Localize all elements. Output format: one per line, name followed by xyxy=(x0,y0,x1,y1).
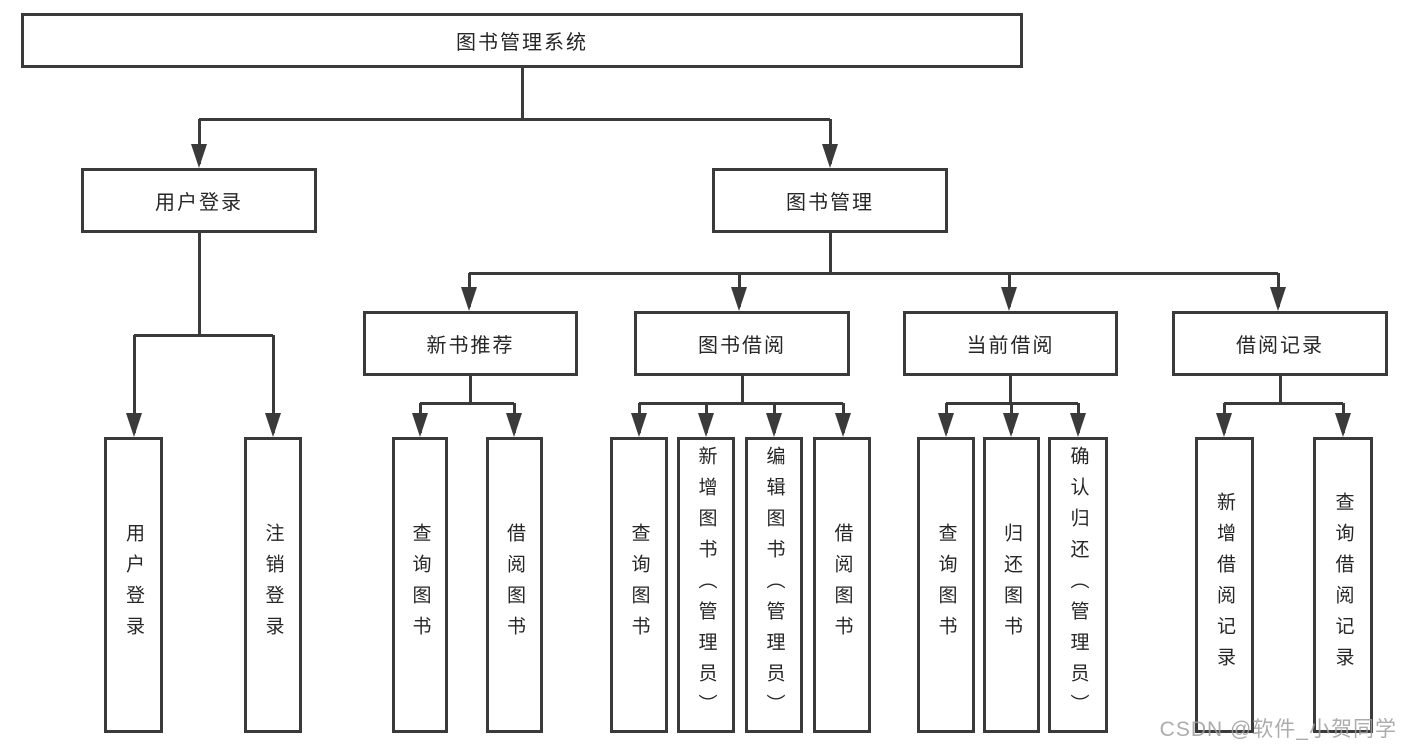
connector-line xyxy=(1278,376,1282,403)
node-return-books: 归还图书 xyxy=(983,437,1040,733)
node-user-login-action: 用户登录 xyxy=(104,437,163,733)
connector-line xyxy=(1008,376,1012,403)
node-label: 当前借阅 xyxy=(966,335,1055,357)
connector-line xyxy=(737,273,741,307)
node-borrow-books-1: 借阅图书 xyxy=(486,437,543,733)
connector-line xyxy=(197,119,201,164)
node-borrow-records: 借阅记录 xyxy=(1172,311,1388,376)
connector-line xyxy=(1222,403,1226,433)
node-current-borrow: 当前借阅 xyxy=(903,311,1118,376)
node-root: 图书管理系统 xyxy=(21,13,1023,68)
node-label: 图书管理 xyxy=(786,192,874,214)
connector-line xyxy=(639,401,843,405)
connector-line xyxy=(418,403,422,433)
node-new-book-recommend: 新书推荐 xyxy=(363,311,578,376)
connector-line xyxy=(1076,403,1080,433)
node-label: 查询图书 xyxy=(628,523,650,647)
connector-line xyxy=(420,401,514,405)
node-user-login: 用户登录 xyxy=(81,168,317,233)
connector-line xyxy=(704,403,708,433)
node-add-borrow-record: 新增借阅记录 xyxy=(1195,437,1254,733)
node-add-books-admin: 新增图书（管理员） xyxy=(677,437,735,733)
node-logout-action: 注销登录 xyxy=(244,437,302,733)
node-label: 新增图书（管理员） xyxy=(695,445,717,725)
node-label: 图书借阅 xyxy=(698,335,786,357)
connector-line xyxy=(740,376,744,403)
node-query-books-1: 查询图书 xyxy=(392,437,448,733)
connector-line xyxy=(197,233,201,335)
node-confirm-return-admin: 确认归还（管理员） xyxy=(1048,437,1108,733)
node-edit-books-admin: 编辑图书（管理员） xyxy=(745,437,803,733)
node-label: 借阅记录 xyxy=(1236,335,1324,357)
connector-line xyxy=(1224,401,1343,405)
node-label: 查询图书 xyxy=(935,523,957,647)
connector-line xyxy=(1341,403,1345,433)
node-query-books-2: 查询图书 xyxy=(610,437,668,733)
node-label: 查询图书 xyxy=(409,523,431,647)
node-borrow-books-2: 借阅图书 xyxy=(813,437,871,733)
connector-line xyxy=(199,117,830,121)
connector-line xyxy=(467,273,471,307)
connector-line xyxy=(828,119,832,164)
node-book-borrow: 图书借阅 xyxy=(634,311,850,376)
connector-line xyxy=(637,403,641,433)
connector-line xyxy=(469,271,1278,275)
node-label: 借阅图书 xyxy=(831,523,853,647)
node-book-management: 图书管理 xyxy=(712,168,948,233)
node-label: 编辑图书（管理员） xyxy=(763,445,785,725)
connector-line xyxy=(772,403,776,433)
node-label: 用户登录 xyxy=(123,523,144,647)
connector-line xyxy=(1007,273,1011,307)
node-label: 注销登录 xyxy=(262,523,284,647)
node-label: 确认归还（管理员） xyxy=(1067,445,1089,725)
connector-line xyxy=(828,233,832,273)
node-label: 图书管理系统 xyxy=(456,32,588,54)
connector-line xyxy=(841,403,845,433)
connector-line xyxy=(134,333,273,337)
connector-line xyxy=(468,376,472,403)
node-query-borrow-record: 查询借阅记录 xyxy=(1313,437,1373,733)
node-label: 归还图书 xyxy=(1001,523,1022,647)
node-label: 借阅图书 xyxy=(504,523,525,647)
watermark: CSDN @软件_小贺同学 xyxy=(1159,718,1397,741)
connector-line xyxy=(520,68,524,119)
connector-line xyxy=(1276,273,1280,307)
node-label: 新增借阅记录 xyxy=(1214,492,1235,678)
node-label: 用户登录 xyxy=(155,192,243,214)
node-query-books-3: 查询图书 xyxy=(917,437,975,733)
node-label: 新书推荐 xyxy=(426,335,515,357)
connector-line xyxy=(512,403,516,433)
node-label: 查询借阅记录 xyxy=(1332,492,1354,678)
connector-line xyxy=(132,335,136,433)
connector-line xyxy=(1009,403,1013,433)
connector-line xyxy=(271,335,275,433)
connector-line xyxy=(944,403,948,433)
